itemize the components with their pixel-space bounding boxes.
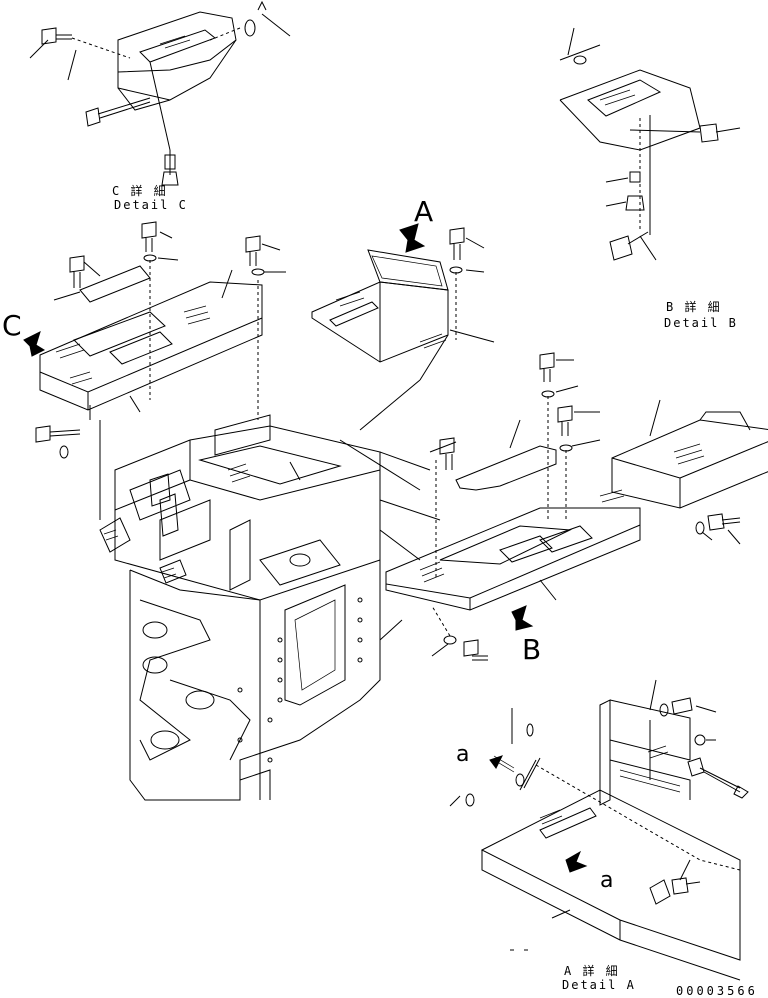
view-a-label: A xyxy=(414,195,434,228)
detail-b-assembly xyxy=(559,27,741,261)
view-c-arrow xyxy=(23,331,46,357)
left-floor-cover xyxy=(35,221,286,520)
view-b-label: B xyxy=(522,633,542,666)
view-a-small-label-1: a xyxy=(456,742,470,767)
detail-b-title-en: Detail B xyxy=(664,316,738,330)
right-box-cover xyxy=(611,399,768,545)
view-c-label: C xyxy=(2,309,22,342)
detail-b-title-jp: B 詳 細 xyxy=(666,300,722,314)
view-a-small-label-2: a xyxy=(600,868,614,893)
detail-a-title-jp: A 詳 細 xyxy=(564,964,620,978)
detail-a-assembly xyxy=(449,679,749,981)
right-floor-cover xyxy=(385,352,641,661)
main-frame xyxy=(99,414,441,801)
drawing-code: 00003566 xyxy=(676,984,758,998)
detail-c-title-en: Detail C xyxy=(114,198,188,212)
detail-a-title-en: Detail A xyxy=(562,978,636,992)
center-lid-panel xyxy=(311,223,495,431)
detail-c-assembly xyxy=(29,0,291,186)
detail-c-title-jp: C 詳 細 xyxy=(112,184,168,198)
